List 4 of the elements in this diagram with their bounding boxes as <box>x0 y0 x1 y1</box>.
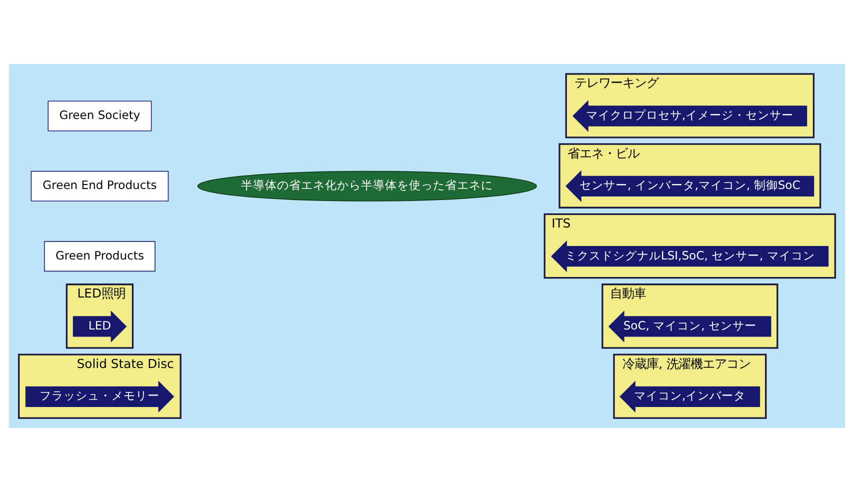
node-box: Green End Products <box>30 170 169 202</box>
node-box: Green Products <box>44 241 156 272</box>
node-box: Green Society <box>48 100 152 132</box>
node-ellipse: 半導体の省エネ化から半導体を使った省エネに <box>197 170 537 202</box>
